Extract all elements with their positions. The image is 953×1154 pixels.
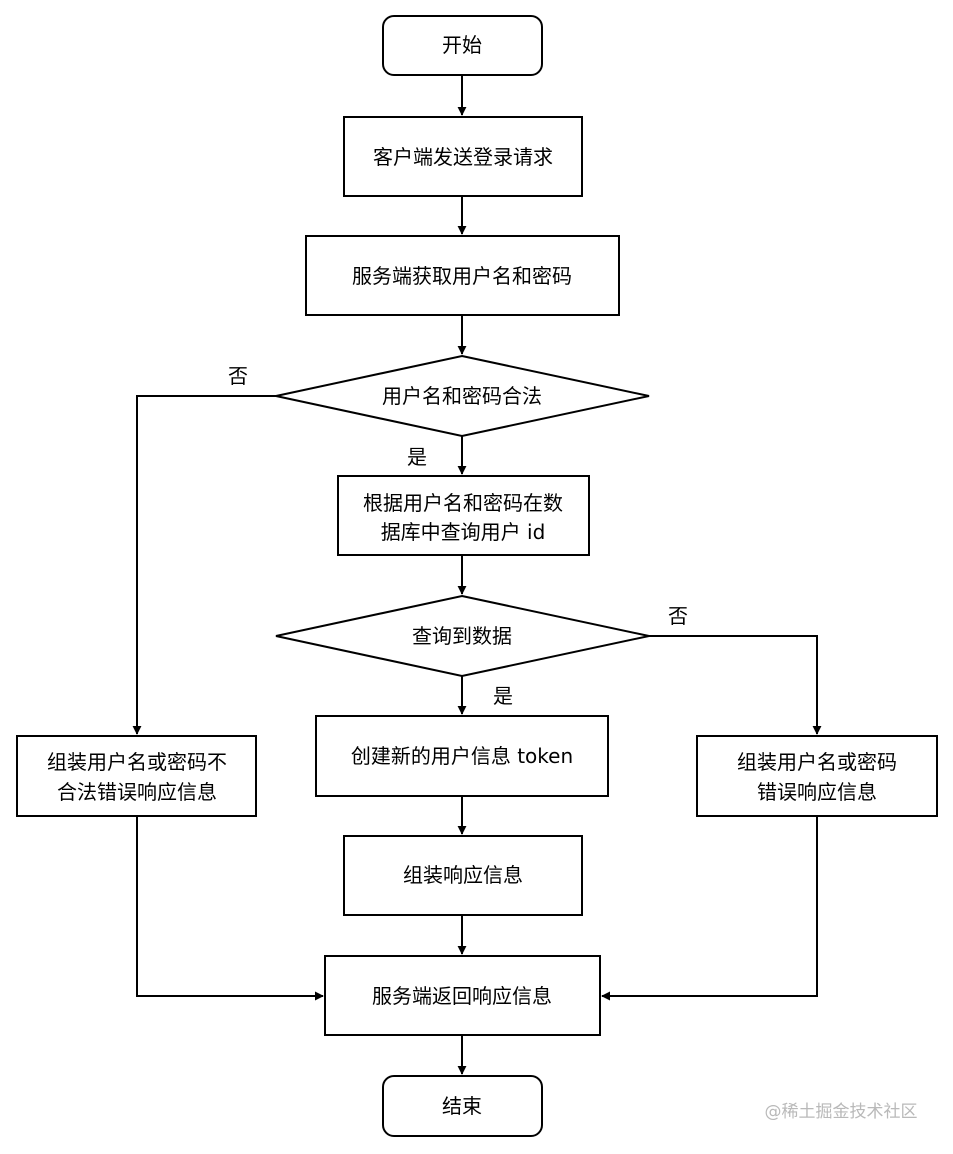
end-label: 结束 xyxy=(442,1094,482,1118)
wrong-response-box xyxy=(696,735,938,817)
edge-label-yes-found: 是 xyxy=(493,684,513,708)
client-send-label: 客户端发送登录请求 xyxy=(373,145,553,169)
invalid-response-line2: 合法错误响应信息 xyxy=(57,780,217,804)
query-label-line1: 根据用户名和密码在数 xyxy=(363,491,563,515)
start-label: 开始 xyxy=(442,33,482,57)
edge-wrong-return xyxy=(601,816,818,1001)
create-token-label: 创建新的用户信息 token xyxy=(351,744,573,768)
end-terminal xyxy=(382,1075,543,1137)
watermark: @稀土掘金技术社区 xyxy=(765,1102,918,1122)
edge-label-yes-valid: 是 xyxy=(407,445,427,469)
query-label-line2: 据库中查询用户 id xyxy=(381,520,546,544)
wrong-response-line1: 组装用户名或密码 xyxy=(737,750,897,774)
server-get-label: 服务端获取用户名和密码 xyxy=(352,264,572,288)
edge-label-no-valid: 否 xyxy=(228,364,248,388)
invalid-response-box xyxy=(16,735,257,817)
edge-label-no-found: 否 xyxy=(668,604,688,628)
query-box xyxy=(337,475,590,556)
wrong-response-line2: 错误响应信息 xyxy=(757,780,877,804)
assemble-label: 组装响应信息 xyxy=(403,863,523,887)
edge-valid-no xyxy=(132,395,276,735)
server-return-label: 服务端返回响应信息 xyxy=(372,984,552,1008)
invalid-response-line1: 组装用户名或密码不 xyxy=(47,750,227,774)
edge-invalid-return xyxy=(136,816,324,1001)
check-valid-label: 用户名和密码合法 xyxy=(382,384,542,408)
found-label: 查询到数据 xyxy=(412,624,512,648)
edge-found-no xyxy=(649,635,822,735)
